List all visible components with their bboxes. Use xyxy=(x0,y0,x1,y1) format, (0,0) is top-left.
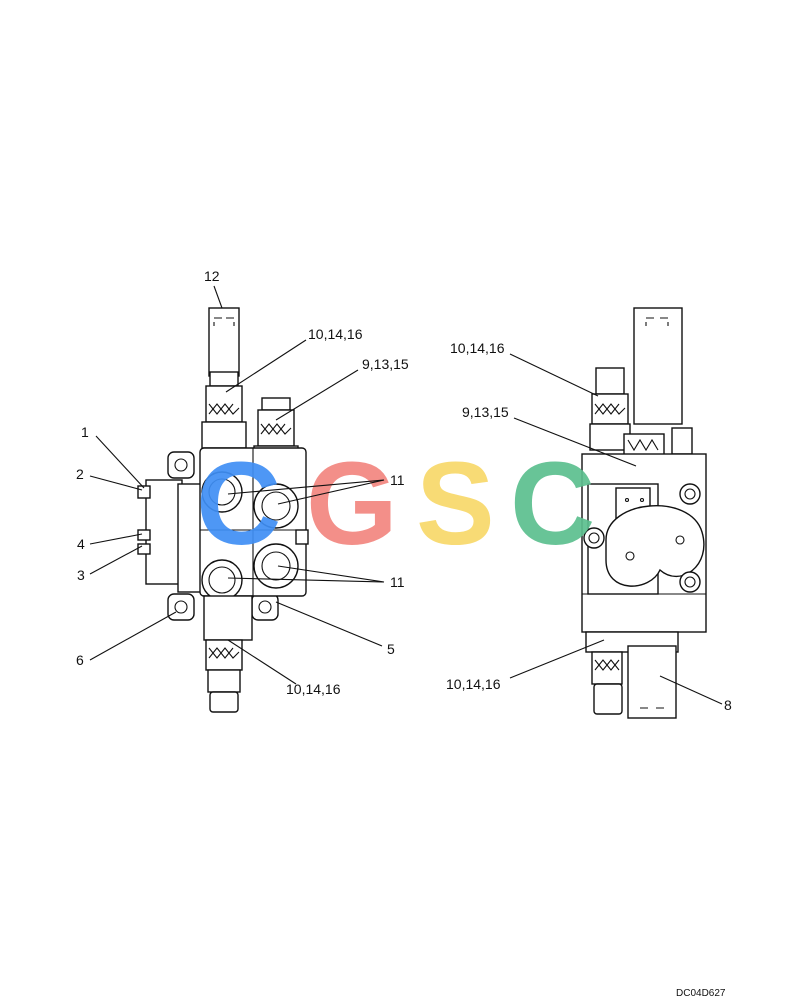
callout-5: 5 xyxy=(387,641,395,657)
callout-8: 8 xyxy=(724,697,732,713)
callout-9-13-15-left: 9,13,15 xyxy=(362,356,409,372)
callout-10-14-16-right-top: 10,14,16 xyxy=(450,340,505,356)
watermark: C G S C xyxy=(196,438,595,570)
callout-11-upper: 11 xyxy=(390,472,405,488)
callout-10-14-16-left-top: 10,14,16 xyxy=(308,326,363,342)
callout-1: 1 xyxy=(81,424,89,440)
watermark-letter-4: C xyxy=(510,438,595,570)
callout-10-14-16-left-bottom: 10,14,16 xyxy=(286,681,341,697)
callout-4: 4 xyxy=(77,536,85,552)
callout-9-13-15-right: 9,13,15 xyxy=(462,404,509,420)
callout-3: 3 xyxy=(77,567,85,583)
watermark-letter-3: S xyxy=(416,438,495,570)
left-valve-view xyxy=(137,307,309,713)
watermark-letter-2: G xyxy=(306,438,398,570)
watermark-letter-1: C xyxy=(196,438,281,570)
callout-10-14-16-right-bottom: 10,14,16 xyxy=(446,676,501,692)
callout-labels: 12 10,14,16 9,13,15 1 2 4 3 6 11 11 5 10… xyxy=(76,268,732,713)
callout-2: 2 xyxy=(76,466,84,482)
callout-11-lower: 11 xyxy=(390,574,405,590)
drawing-code: DC04D627 xyxy=(676,988,726,999)
callout-12: 12 xyxy=(204,268,220,284)
leader-lines xyxy=(89,285,723,705)
right-valve-view xyxy=(581,307,707,719)
callout-6: 6 xyxy=(76,652,84,668)
